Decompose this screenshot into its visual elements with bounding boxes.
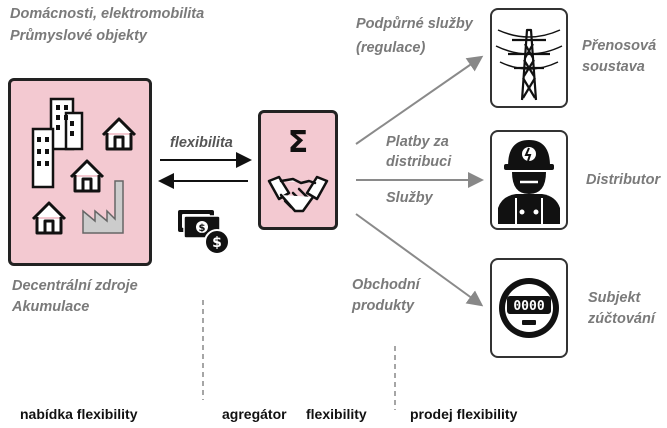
money-icon: $ $ xyxy=(178,210,230,255)
footer-aggregator-1: agregátor xyxy=(222,406,287,422)
buildings-icon xyxy=(31,97,137,235)
trading-products-line2: produkty xyxy=(352,298,415,314)
worker-icon xyxy=(498,140,560,224)
footer-aggregator-2: flexibility xyxy=(306,406,367,422)
svg-text:$: $ xyxy=(212,235,222,251)
transmission-line1: Přenosová xyxy=(582,38,657,54)
distributor-box xyxy=(490,130,568,230)
sigma-symbol: Σ xyxy=(287,125,309,160)
settlement-line1: Subjekt xyxy=(588,290,641,306)
meter-icon: 0000 xyxy=(499,278,559,338)
handshake-icon xyxy=(267,175,329,213)
aggregator-box: Σ xyxy=(258,110,338,230)
settlement-box: 0000 xyxy=(490,258,568,358)
left-title-line1: Domácnosti, elektromobilita xyxy=(10,6,205,22)
households-box xyxy=(8,78,152,266)
meter-display: 0000 xyxy=(513,299,544,314)
services-label: Služby xyxy=(386,190,433,206)
footer-offer: nabídka flexibility xyxy=(20,406,138,422)
distributor-label: Distributor xyxy=(586,172,661,188)
distribution-payments-line1: Platby za xyxy=(386,134,449,150)
left-bottom-line1: Decentrální zdroje xyxy=(12,278,138,294)
arrow-to-settlement xyxy=(355,213,484,307)
left-bottom-line2: Akumulace xyxy=(12,299,90,315)
flexibility-label: flexibilita xyxy=(170,135,233,151)
transmission-box xyxy=(490,8,568,108)
footer-sale: prodej flexibility xyxy=(410,406,518,422)
distribution-payments-line2: distribuci xyxy=(386,154,452,170)
transmission-line2: soustava xyxy=(582,59,645,75)
left-title-line2: Průmyslové objekty xyxy=(10,28,147,44)
svg-text:$: $ xyxy=(199,223,206,234)
settlement-line2: zúčtování xyxy=(588,311,655,327)
arrow-to-transmission xyxy=(355,55,484,145)
support-services-line2: (regulace) xyxy=(356,40,426,56)
trading-products-line1: Obchodní xyxy=(352,277,420,293)
support-services-line1: Podpůrné služby xyxy=(356,16,473,32)
power-tower-icon xyxy=(495,28,563,101)
